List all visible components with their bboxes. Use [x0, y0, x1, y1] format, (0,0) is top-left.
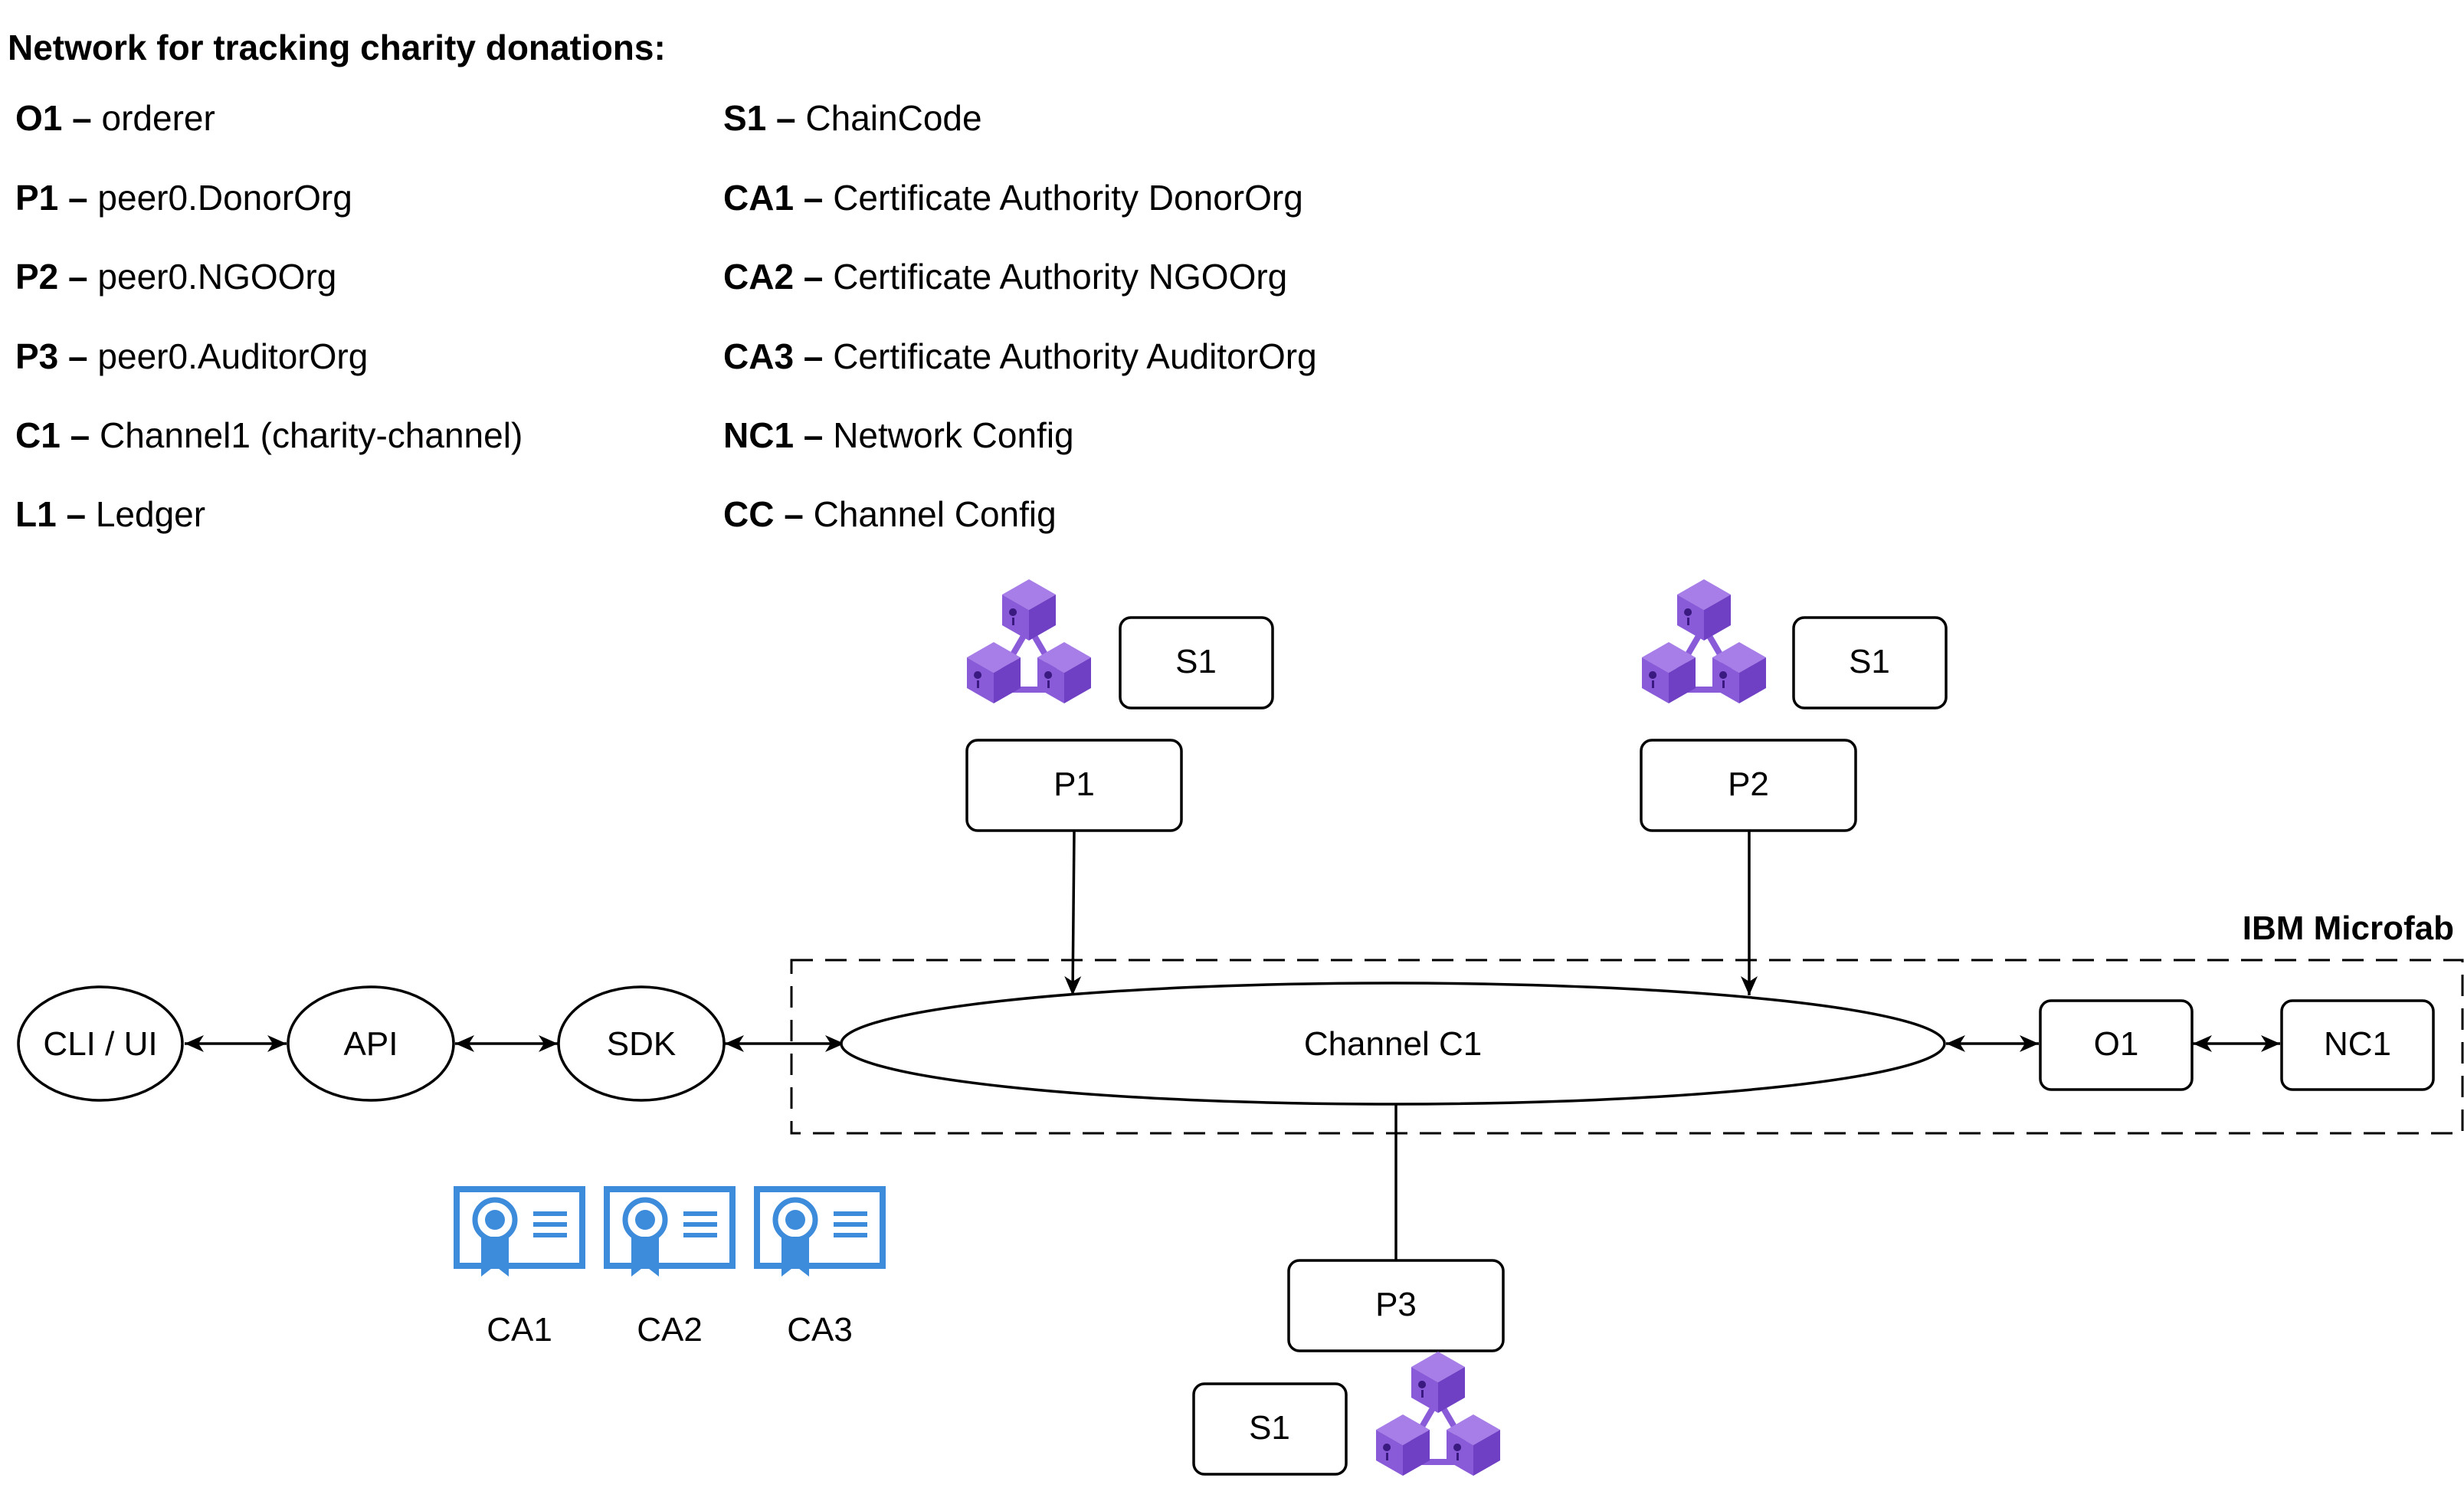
legend-key: S1 – [723, 98, 806, 138]
legend-desc: ChainCode [805, 98, 982, 138]
legend-key: O1 – [15, 98, 102, 138]
legend-key: CC – [723, 494, 814, 534]
legend-item-c1: C1 – Channel1 (charity-channel) [15, 414, 523, 457]
cert-label-ca2: CA2 [637, 1311, 703, 1349]
node-channel-c1-label: Channel C1 [1304, 1025, 1482, 1063]
node-p1-label: P1 [1053, 765, 1095, 803]
legend-item-p1: P1 – peer0.DonorOrg [15, 176, 352, 219]
legend-item-p3: P3 – peer0.AuditorOrg [15, 335, 368, 378]
node-p3 [1287, 1259, 1505, 1352]
legend-desc: Certificate Authority NGOOrg [833, 257, 1288, 297]
node-nc1-label: NC1 [2324, 1025, 2391, 1063]
node-s1-p1 [1119, 616, 1274, 710]
legend-item-ca1: CA1 – Certificate Authority DonorOrg [723, 176, 1303, 219]
node-p2-label: P2 [1728, 765, 1769, 803]
node-channel-c1 [840, 982, 1946, 1106]
legend-item-ca3: CA3 – Certificate Authority AuditorOrg [723, 335, 1317, 378]
legend-item-ca2: CA2 – Certificate Authority NGOOrg [723, 255, 1287, 298]
legend-key: P2 – [15, 257, 98, 297]
node-nc1 [2280, 999, 2435, 1091]
node-o1 [2039, 999, 2194, 1091]
microfab-boundary [790, 959, 2464, 1135]
legend-item-p2: P2 – peer0.NGOOrg [15, 255, 336, 298]
node-sdk-label: SDK [607, 1025, 676, 1063]
certificate-icon [457, 1189, 582, 1277]
legend-key: CA1 – [723, 178, 834, 218]
legend-key: P1 – [15, 178, 98, 218]
legend-desc: peer0.AuditorOrg [97, 336, 369, 376]
node-p1 [965, 739, 1183, 832]
node-s1-p2 [1792, 616, 1948, 710]
legend-desc: Certificate Authority AuditorOrg [833, 336, 1317, 376]
legend-item-o1: O1 – orderer [15, 97, 215, 139]
legend-item-cc: CC – Channel Config [723, 493, 1057, 536]
legend-item-nc1: NC1 – Network Config [723, 414, 1074, 457]
legend-item-l1: L1 – Ledger [15, 493, 205, 536]
blockchain-cubes-icon [1376, 1352, 1500, 1476]
certificate-icon [607, 1189, 732, 1277]
microfab-label: IBM Microfab [2243, 910, 2454, 947]
node-sdk [557, 985, 726, 1102]
cert-label-ca1: CA1 [487, 1311, 552, 1349]
legend-item-s1: S1 – ChainCode [723, 97, 982, 139]
node-s1-p1-label: S1 [1175, 643, 1217, 680]
legend-desc: Channel1 (charity-channel) [99, 415, 523, 455]
node-o1-label: O1 [2094, 1025, 2139, 1063]
node-api-label: API [344, 1025, 398, 1063]
legend-key: P3 – [15, 336, 98, 376]
node-p3-label: P3 [1375, 1286, 1417, 1323]
legend-key: CA2 – [723, 257, 834, 297]
node-cli-ui [17, 985, 184, 1102]
legend-desc: Channel Config [813, 494, 1057, 534]
legend-desc: Ledger [95, 494, 206, 534]
legend-key: CA3 – [723, 336, 834, 376]
legend-key: NC1 – [723, 415, 834, 455]
certificate-icon [757, 1189, 883, 1277]
legend-desc: Network Config [833, 415, 1074, 455]
legend-desc: Certificate Authority DonorOrg [833, 178, 1303, 218]
legend-key: L1 – [15, 494, 96, 534]
blockchain-cubes-icon [967, 579, 1091, 703]
legend-desc: orderer [101, 98, 215, 138]
cert-label-ca3: CA3 [787, 1311, 853, 1349]
node-s1-p3 [1192, 1382, 1348, 1476]
blockchain-cubes-icon [1642, 579, 1766, 703]
legend-desc: peer0.NGOOrg [97, 257, 337, 297]
legend-key: C1 – [15, 415, 100, 455]
node-s1-p2-label: S1 [1849, 643, 1890, 680]
node-api [287, 985, 455, 1102]
node-s1-p3-label: S1 [1249, 1409, 1290, 1447]
node-p2 [1640, 739, 1857, 832]
edge-p1-channel [1064, 831, 1082, 996]
node-cli-ui-label: CLI / UI [43, 1025, 157, 1063]
legend-desc: peer0.DonorOrg [97, 178, 352, 218]
page-title: Network for tracking charity donations: [8, 28, 666, 67]
